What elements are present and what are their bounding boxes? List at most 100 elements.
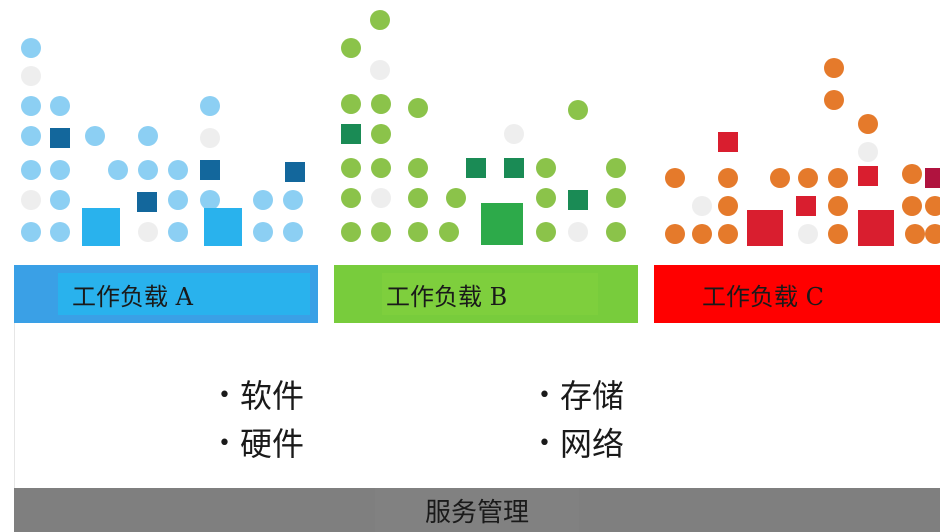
decor-dot bbox=[108, 160, 128, 180]
decor-dot bbox=[408, 98, 428, 118]
decor-dot bbox=[21, 38, 41, 58]
decor-dot bbox=[253, 190, 273, 210]
decor-dot bbox=[200, 190, 220, 210]
decor-square bbox=[137, 192, 157, 212]
decor-square bbox=[204, 208, 242, 246]
decor-dot bbox=[168, 222, 188, 242]
decor-square bbox=[718, 132, 738, 152]
decor-square bbox=[481, 203, 523, 245]
decor-square bbox=[285, 162, 305, 182]
decor-dot bbox=[536, 222, 556, 242]
decor-dot bbox=[85, 126, 105, 146]
bullet-network: 网络 bbox=[560, 425, 625, 463]
decor-dot bbox=[925, 224, 940, 244]
decor-dot bbox=[824, 90, 844, 110]
decor-dot bbox=[138, 126, 158, 146]
decor-dot bbox=[568, 222, 588, 242]
bullet-hardware: 硬件 bbox=[240, 425, 305, 463]
decor-dot bbox=[439, 222, 459, 242]
decor-dot bbox=[138, 222, 158, 242]
decor-dot bbox=[902, 196, 922, 216]
decor-dot bbox=[770, 168, 790, 188]
decor-dot bbox=[905, 224, 925, 244]
decor-dot bbox=[371, 222, 391, 242]
decor-dot bbox=[692, 196, 712, 216]
decor-dot bbox=[718, 196, 738, 216]
decor-dot bbox=[504, 124, 524, 144]
bullet-list-left: • 软件 • 硬件 bbox=[218, 372, 304, 468]
decor-square bbox=[858, 166, 878, 186]
workload-c-label: 工作负载 C bbox=[702, 273, 922, 315]
decor-dot bbox=[828, 224, 848, 244]
decor-dot bbox=[606, 222, 626, 242]
decor-dot bbox=[341, 222, 361, 242]
decor-dot bbox=[606, 188, 626, 208]
decor-square bbox=[50, 128, 70, 148]
decor-dot bbox=[200, 96, 220, 116]
decor-dot bbox=[798, 224, 818, 244]
decor-square bbox=[568, 190, 588, 210]
decor-dot bbox=[408, 188, 428, 208]
workload-b-label: 工作负载 B bbox=[382, 273, 598, 315]
decor-square bbox=[82, 208, 120, 246]
bullet-marker: • bbox=[538, 383, 551, 408]
decor-dot bbox=[408, 158, 428, 178]
decor-dot bbox=[50, 190, 70, 210]
decor-dot bbox=[370, 10, 390, 30]
bullet-marker: • bbox=[218, 431, 231, 456]
decor-dot bbox=[824, 58, 844, 78]
decor-dot bbox=[665, 224, 685, 244]
decor-dot bbox=[568, 100, 588, 120]
decor-dot bbox=[50, 222, 70, 242]
decor-square bbox=[858, 210, 894, 246]
decor-dot bbox=[341, 188, 361, 208]
decor-dot bbox=[21, 126, 41, 146]
decor-dot bbox=[21, 190, 41, 210]
list-item: • 软件 bbox=[218, 372, 304, 420]
decor-dot bbox=[341, 158, 361, 178]
decor-dot bbox=[798, 168, 818, 188]
decor-dot bbox=[718, 168, 738, 188]
decor-square bbox=[504, 158, 524, 178]
decor-dot bbox=[21, 66, 41, 86]
workload-b-bar: 工作负载 B bbox=[334, 265, 638, 323]
decor-square bbox=[796, 196, 816, 216]
decor-dot bbox=[21, 222, 41, 242]
decor-dot bbox=[925, 196, 940, 216]
bullet-marker: • bbox=[218, 383, 231, 408]
decor-dot bbox=[718, 224, 738, 244]
decor-square bbox=[200, 160, 220, 180]
decor-dot bbox=[536, 188, 556, 208]
bullet-marker: • bbox=[538, 431, 551, 456]
decor-dot bbox=[138, 160, 158, 180]
decor-dot bbox=[200, 128, 220, 148]
decor-square bbox=[466, 158, 486, 178]
decor-dot bbox=[536, 158, 556, 178]
decor-dot bbox=[168, 190, 188, 210]
decor-dot bbox=[21, 96, 41, 116]
decor-dot bbox=[253, 222, 273, 242]
decor-dot bbox=[858, 114, 878, 134]
service-management-bar: 服务管理 bbox=[14, 488, 940, 532]
decor-dot bbox=[50, 96, 70, 116]
decor-dot bbox=[692, 224, 712, 244]
service-management-label: 服务管理 bbox=[374, 488, 579, 532]
workload-a-bar: 工作负载 A bbox=[14, 265, 318, 323]
decor-dot bbox=[50, 160, 70, 180]
decor-dot bbox=[283, 222, 303, 242]
decor-dot bbox=[21, 160, 41, 180]
decor-dot bbox=[283, 190, 303, 210]
workload-c-bar: 工作负载 C bbox=[654, 265, 940, 323]
workload-a-label: 工作负载 A bbox=[58, 273, 310, 315]
decor-dot bbox=[341, 94, 361, 114]
decor-dot bbox=[341, 38, 361, 58]
decor-dot bbox=[371, 158, 391, 178]
decor-dot bbox=[370, 60, 390, 80]
bullet-storage: 存储 bbox=[560, 377, 625, 415]
decor-dot bbox=[902, 164, 922, 184]
decor-dot bbox=[371, 94, 391, 114]
list-item: • 网络 bbox=[538, 420, 624, 468]
list-item: • 存储 bbox=[538, 372, 624, 420]
list-item: • 硬件 bbox=[218, 420, 304, 468]
